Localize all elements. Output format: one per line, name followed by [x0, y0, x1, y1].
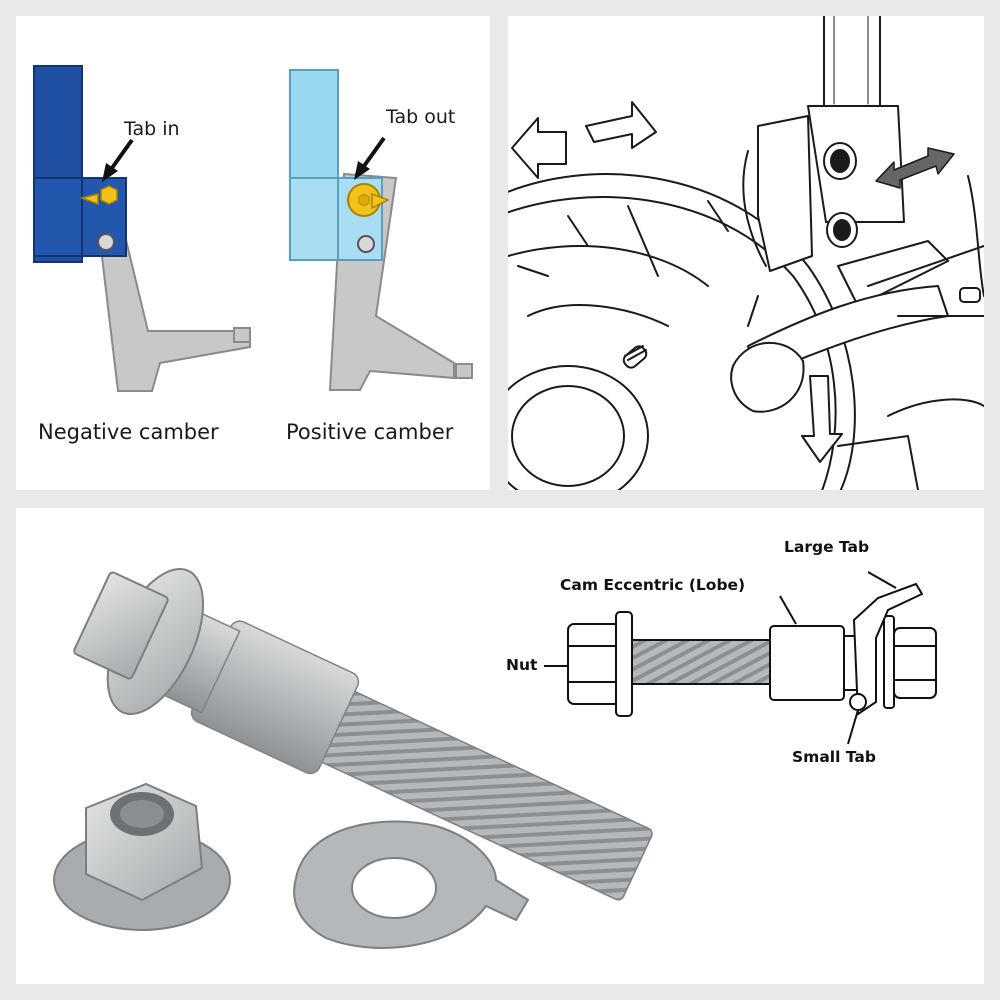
flange-nut-photo [53, 782, 231, 931]
adjustment-arrows-hollow [511, 101, 657, 179]
bolt-kit-illustration [53, 568, 937, 949]
cam-tab-negative [79, 193, 99, 206]
cam-bolt-photo [73, 568, 653, 901]
cam-nut-negative [100, 185, 118, 205]
cam-eccentric-label: Cam Eccentric (Lobe) [560, 576, 746, 594]
nut-label: Nut [506, 656, 538, 674]
camber-direction-arrow [875, 147, 955, 189]
negative-camber-caption: Negative camber [38, 420, 219, 444]
positive-camber-caption: Positive camber [286, 420, 454, 444]
camber-diagram-panel: Tab in Tab out Negative camber Positive … [16, 16, 490, 490]
steering-knuckle [837, 240, 949, 307]
strut-tube [807, 16, 905, 223]
bolt-line-drawing [544, 571, 937, 745]
cam-tab-positive [371, 192, 390, 210]
removal-arrow [801, 375, 843, 463]
upper-cam-bolt [823, 142, 857, 180]
knuckle-spindle-positive [455, 363, 473, 379]
cam-washer-photo [293, 820, 530, 949]
knuckle-negative [98, 239, 251, 392]
large-tab-label: Large Tab [784, 538, 870, 556]
camber-diagram [33, 65, 473, 392]
strut-bracket [757, 115, 813, 272]
installation-drawing-panel [508, 16, 984, 490]
strut-knuckle-line-drawing [508, 16, 984, 490]
wheel-stud [622, 345, 648, 369]
small-tab-label: Small Tab [792, 748, 876, 766]
knuckle-spindle-negative [233, 327, 251, 343]
hub [508, 365, 649, 490]
lower-bolt-negative [97, 233, 115, 251]
tab-in-label: Tab in [124, 118, 180, 140]
lower-bolt-positive [357, 235, 375, 253]
lower-bolt [826, 212, 858, 248]
bolt-kit-panel: Large Tab Cam Eccentric (Lobe) Nut Small… [16, 508, 984, 984]
tab-out-label: Tab out [386, 106, 456, 128]
